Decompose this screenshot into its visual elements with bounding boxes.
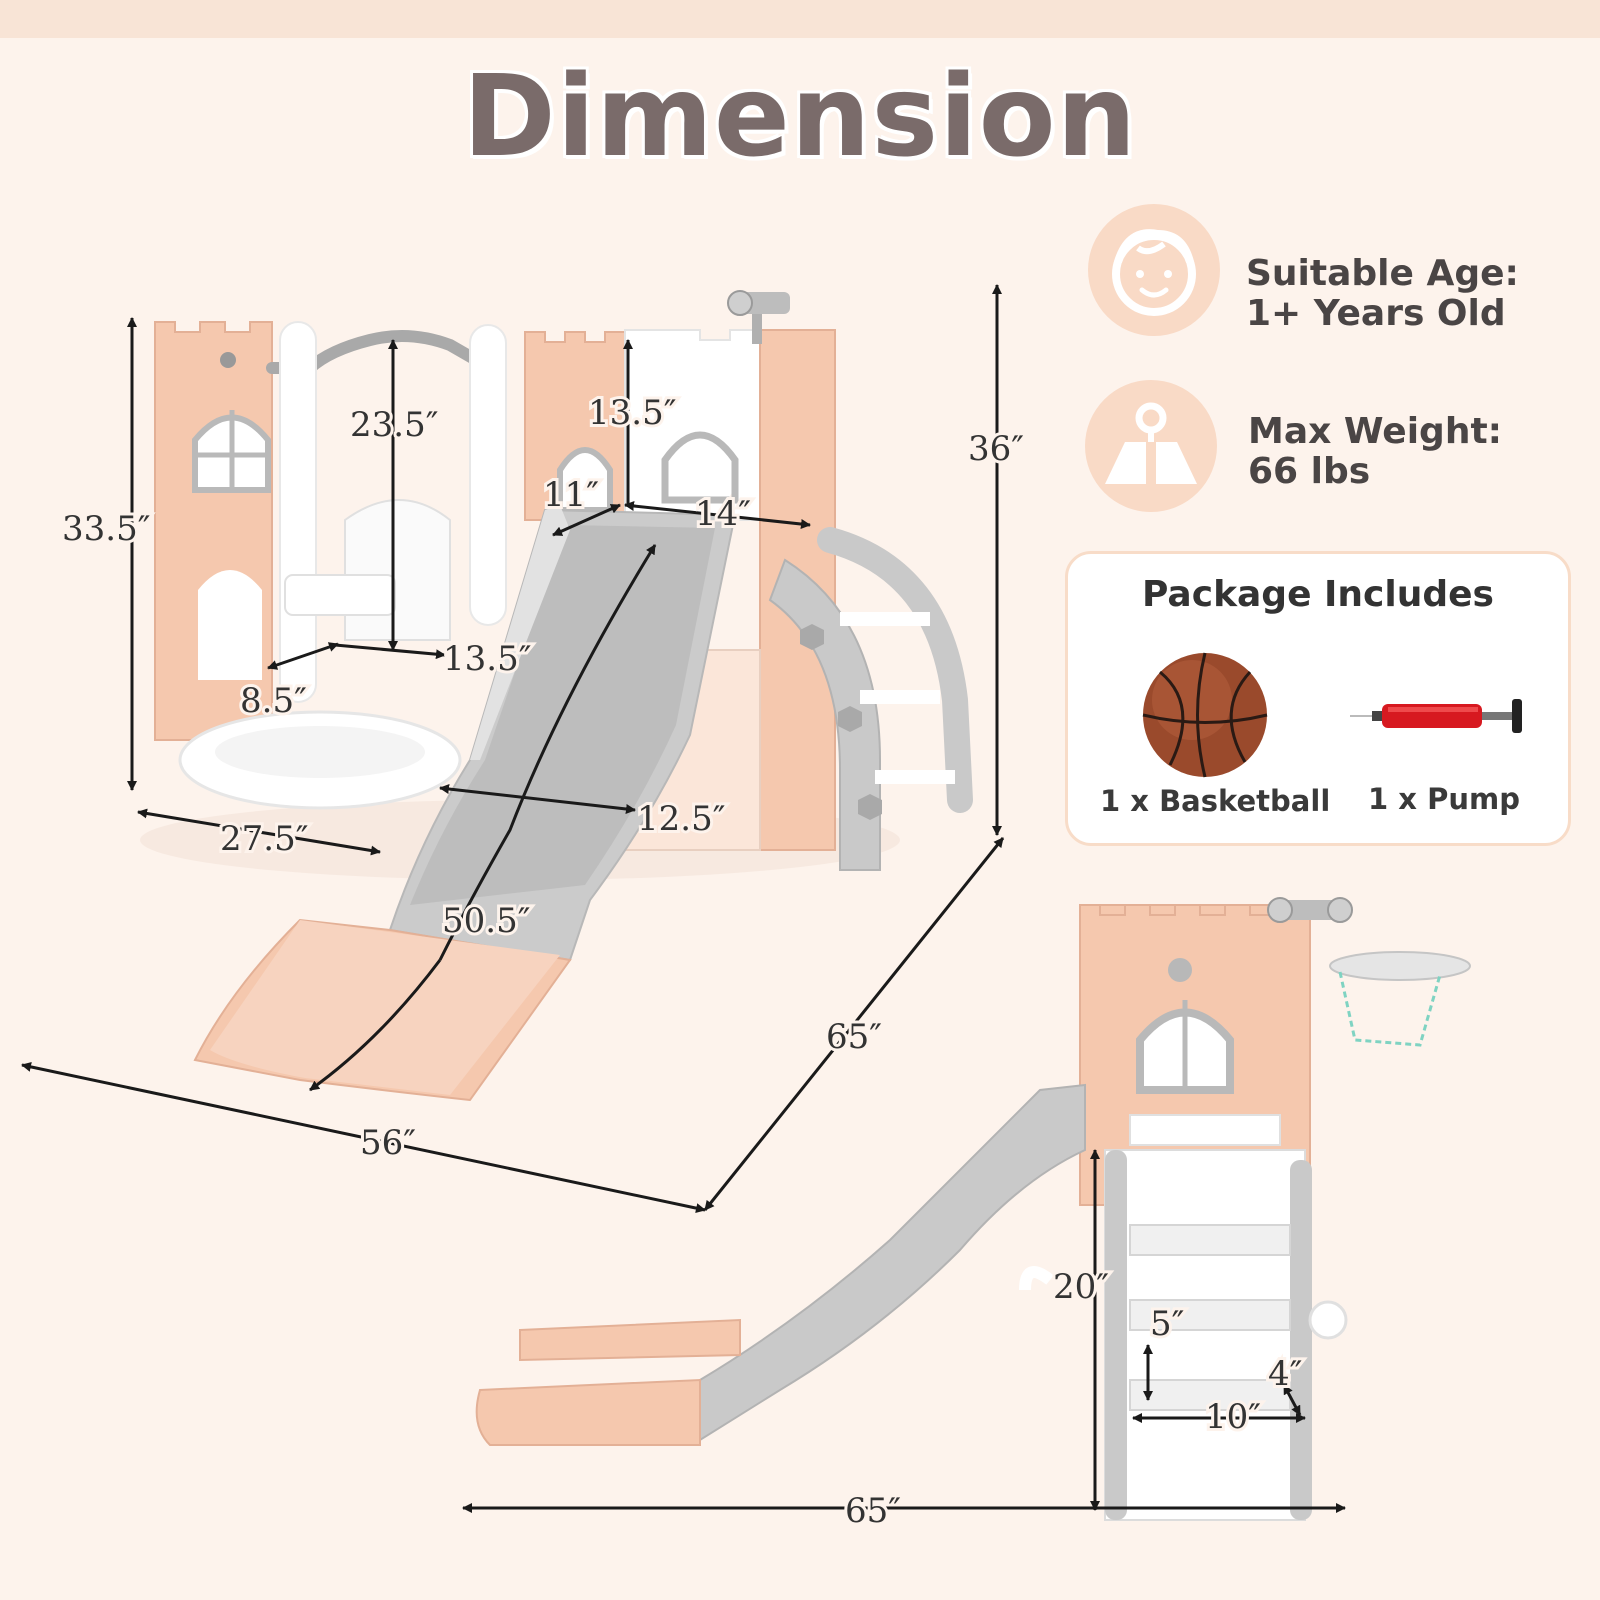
playset-side: [475, 897, 1471, 1521]
age-label: Suitable Age:: [1246, 253, 1519, 294]
dim-total-depth: 65″: [826, 1017, 882, 1057]
age-value: 1+ Years Old: [1246, 293, 1506, 334]
dim-swing-base: 27.5″: [220, 819, 308, 859]
weight-label: Max Weight:: [1248, 411, 1503, 452]
dim-top-height: 13.5″: [588, 393, 676, 433]
dim-tower-height: 33.5″: [62, 509, 150, 549]
dim-seat-depth: 8.5″: [240, 681, 307, 721]
side-telescope: [1267, 897, 1353, 923]
side-ladder: [1104, 1149, 1348, 1521]
weight-icon: [1105, 402, 1197, 484]
pump-label: 1 x Pump: [1368, 782, 1520, 816]
page-title: Dimension: [462, 52, 1138, 182]
weight-badge: [1085, 380, 1217, 512]
dim-platform-height: 20″: [1053, 1267, 1109, 1307]
age-text: Suitable Age: 1+ Years Old: [1246, 254, 1519, 334]
dim-total-width: 56″: [360, 1123, 416, 1163]
basketball-label: 1 x Basketball: [1100, 784, 1331, 818]
basketball-icon: [1142, 652, 1268, 778]
dim-seat-width: 13.5″: [443, 639, 531, 679]
dim-total-height: 36″: [968, 429, 1024, 469]
dim-swing-height: 23.5″: [350, 405, 438, 445]
left-tower: [154, 321, 273, 741]
dim-step-depth: 4″: [1268, 1354, 1302, 1394]
basketball-hoop: [1019, 951, 1471, 1291]
dim-platform-depth: 11″: [543, 475, 599, 515]
age-badge: [1088, 204, 1220, 336]
dim-step-width: 10″: [1205, 1397, 1261, 1437]
package-box: Package Includes 1 x Basketball 1 x Pump: [1065, 551, 1571, 846]
weight-text: Max Weight: 66 lbs: [1248, 412, 1502, 492]
package-title: Package Includes: [1142, 574, 1494, 615]
child-face-icon: [1112, 229, 1196, 316]
weight-value: 66 lbs: [1248, 451, 1371, 492]
dimension-labels: 33.5″ 23.5″ 13.5″ 11″ 14″ 13.5″ 8.5″ 27.…: [59, 390, 1305, 1534]
side-slide: [475, 1083, 1086, 1446]
dim-platform-width: 14″: [695, 494, 751, 534]
top-band: [0, 0, 1600, 38]
telescope: [727, 290, 790, 344]
swing-frame: [178, 321, 507, 810]
dim-step-height: 5″: [1150, 1304, 1184, 1344]
pump-icon: [1350, 699, 1522, 733]
dim-side-length: 65″: [845, 1491, 901, 1531]
dimension-lines: [21, 284, 1346, 1513]
dim-slide-length: 50.5″: [442, 901, 530, 941]
dim-slide-width: 12.5″: [637, 799, 725, 839]
